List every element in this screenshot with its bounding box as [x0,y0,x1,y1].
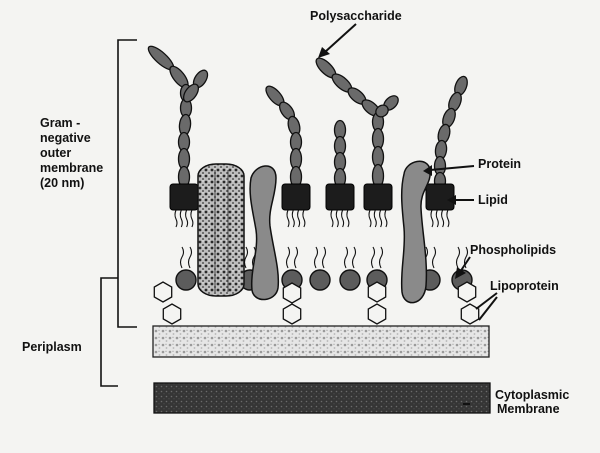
membrane-protein-left [249,165,280,301]
sugar-bead [182,83,200,103]
lipoprotein-1 [153,281,182,325]
porin-protein [197,163,245,297]
chain-2 [182,69,209,103]
lipid-block-2 [281,183,311,228]
periplasm-bracket [100,277,118,387]
label-phospholipids: Phospholipids [470,243,556,257]
label-periplasm: Periplasm [22,340,82,354]
lipid-block-4 [363,183,393,228]
chain-3 [265,85,303,189]
cytoplasmic-label-line-1: Cytoplasmic [495,388,569,402]
gram-label-line-1: Gram - [40,116,80,130]
lipoprotein-2 [282,282,302,325]
label-polysaccharide: Polysaccharide [310,9,402,23]
lipid-block-3 [325,183,355,228]
chain-7 [433,75,468,191]
cytoplasmic-label-line-2: Membrane [497,402,560,416]
label-lipoprotein: Lipoprotein [490,279,559,293]
phospholipid-5 [339,246,361,291]
phospholipid-1 [175,246,197,291]
phospholipid-4 [309,246,331,291]
chain-1 [147,45,193,189]
lipid-blocks [169,183,455,228]
chain-6 [333,119,347,189]
lipoprotein-hexagons [153,281,480,325]
periplasm-layer [152,325,490,358]
label-lipid: Lipid [478,193,508,207]
gram-label-line-4: membrane [40,161,103,175]
label-protein: Protein [478,157,521,171]
gram-label-line-2: negative [40,131,91,145]
lipid-block-5 [425,183,455,228]
gram-label-line-3: outer [40,146,71,160]
chain-5 [375,95,399,118]
sugar-bead [375,104,389,118]
lipoprotein-4 [457,281,480,325]
gram-label-line-5: (20 nm) [40,176,84,190]
cytoplasmic-membrane-layer [153,382,491,414]
pointer-lines [318,23,498,405]
label-cytoplasmic-membrane: Cytoplasmic Membrane [495,388,569,416]
chain-4 [315,57,385,189]
phospholipid-3 [281,246,303,291]
outer-membrane-bracket [117,39,137,328]
lipoprotein-3 [367,281,387,325]
membrane-protein-right [400,160,431,304]
lipid-block-1 [169,183,199,228]
label-gram-negative-outer-membrane: Gram - negative outer membrane (20 nm) [40,116,103,190]
